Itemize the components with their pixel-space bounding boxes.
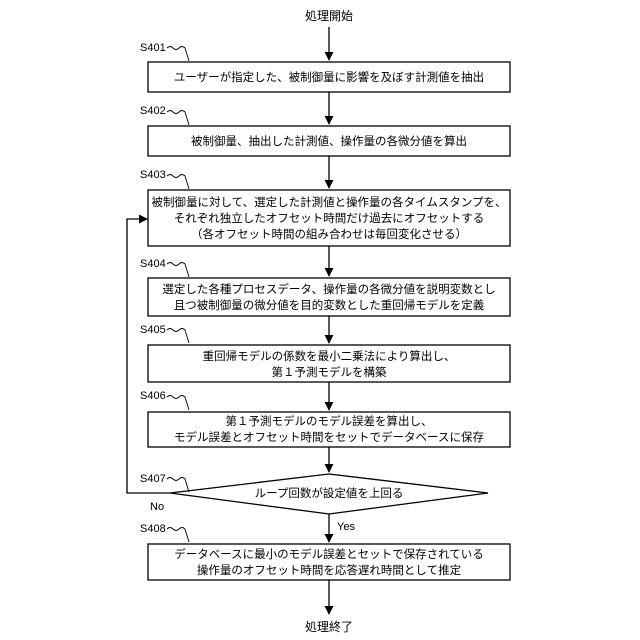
- label-leader-s408: [167, 528, 189, 543]
- step-s408-line-2: 操作量のオフセット時間を応答遅れ時間として推定: [197, 563, 462, 577]
- step-id-s405: S405: [140, 324, 166, 336]
- step-s405-line-1: 重回帰モデルの係数を最小二乗法により算出し、: [203, 349, 456, 363]
- decision-text: ループ回数が設定値を上回る: [255, 486, 404, 500]
- step-s402-line-1: 被制御量、抽出した計測値、操作量の各微分値を算出: [191, 134, 467, 148]
- label-leader-s402: [167, 111, 189, 126]
- step-s404-line-2: 且つ被制御量の微分値を目的変数とした重回帰モデルを定義: [174, 298, 485, 312]
- step-s403-line-2: それぞれ独立したオフセット時間だけ過去にオフセットする: [174, 211, 485, 225]
- step-s404-line-1: 選定した各種プロセスデータ、操作量の各微分値を説明変数とし: [162, 282, 495, 296]
- step-s403-line-3: （各オフセット時間の組み合わせは毎回変化させる）: [191, 227, 467, 241]
- label-leader-s405: [167, 329, 189, 344]
- step-s403-line-1: 被制御量に対して、選定した計測値と操作量の各タイムスタンプを、: [151, 195, 506, 209]
- start-label: 処理開始: [305, 9, 353, 23]
- step-id-s401: S401: [140, 42, 166, 54]
- label-leader-s403: [167, 175, 189, 190]
- end-label: 処理終了: [305, 619, 353, 634]
- label-leader-s406: [167, 396, 189, 411]
- label-leader-s401: [167, 47, 189, 62]
- step-id-s408: S408: [140, 523, 166, 535]
- label-leader-s404: [167, 263, 189, 278]
- step-id-s403: S403: [140, 169, 166, 181]
- decision-yes-label: Yes: [337, 521, 355, 533]
- step-id-s404: S404: [140, 258, 166, 270]
- step-s401-line-1: ユーザーが指定した、被制御量に影響を及ぼす計測値を抽出: [174, 70, 484, 84]
- step-id-s407: S407: [140, 473, 166, 485]
- step-s405-line-2: 第１予測モデルを構築: [272, 365, 387, 379]
- step-id-s406: S406: [140, 390, 166, 402]
- label-leader-s407: [167, 478, 189, 493]
- step-s406-line-1: 第１予測モデルのモデル誤差を算出し、: [226, 414, 433, 428]
- decision-no-label: No: [150, 501, 164, 513]
- step-id-s402: S402: [140, 105, 166, 117]
- step-s406-line-2: モデル誤差とオフセット時間をセットでデータベースに保存: [174, 430, 484, 444]
- step-s408-line-1: データベースに最小のモデル誤差とセットで保存されている: [174, 547, 484, 561]
